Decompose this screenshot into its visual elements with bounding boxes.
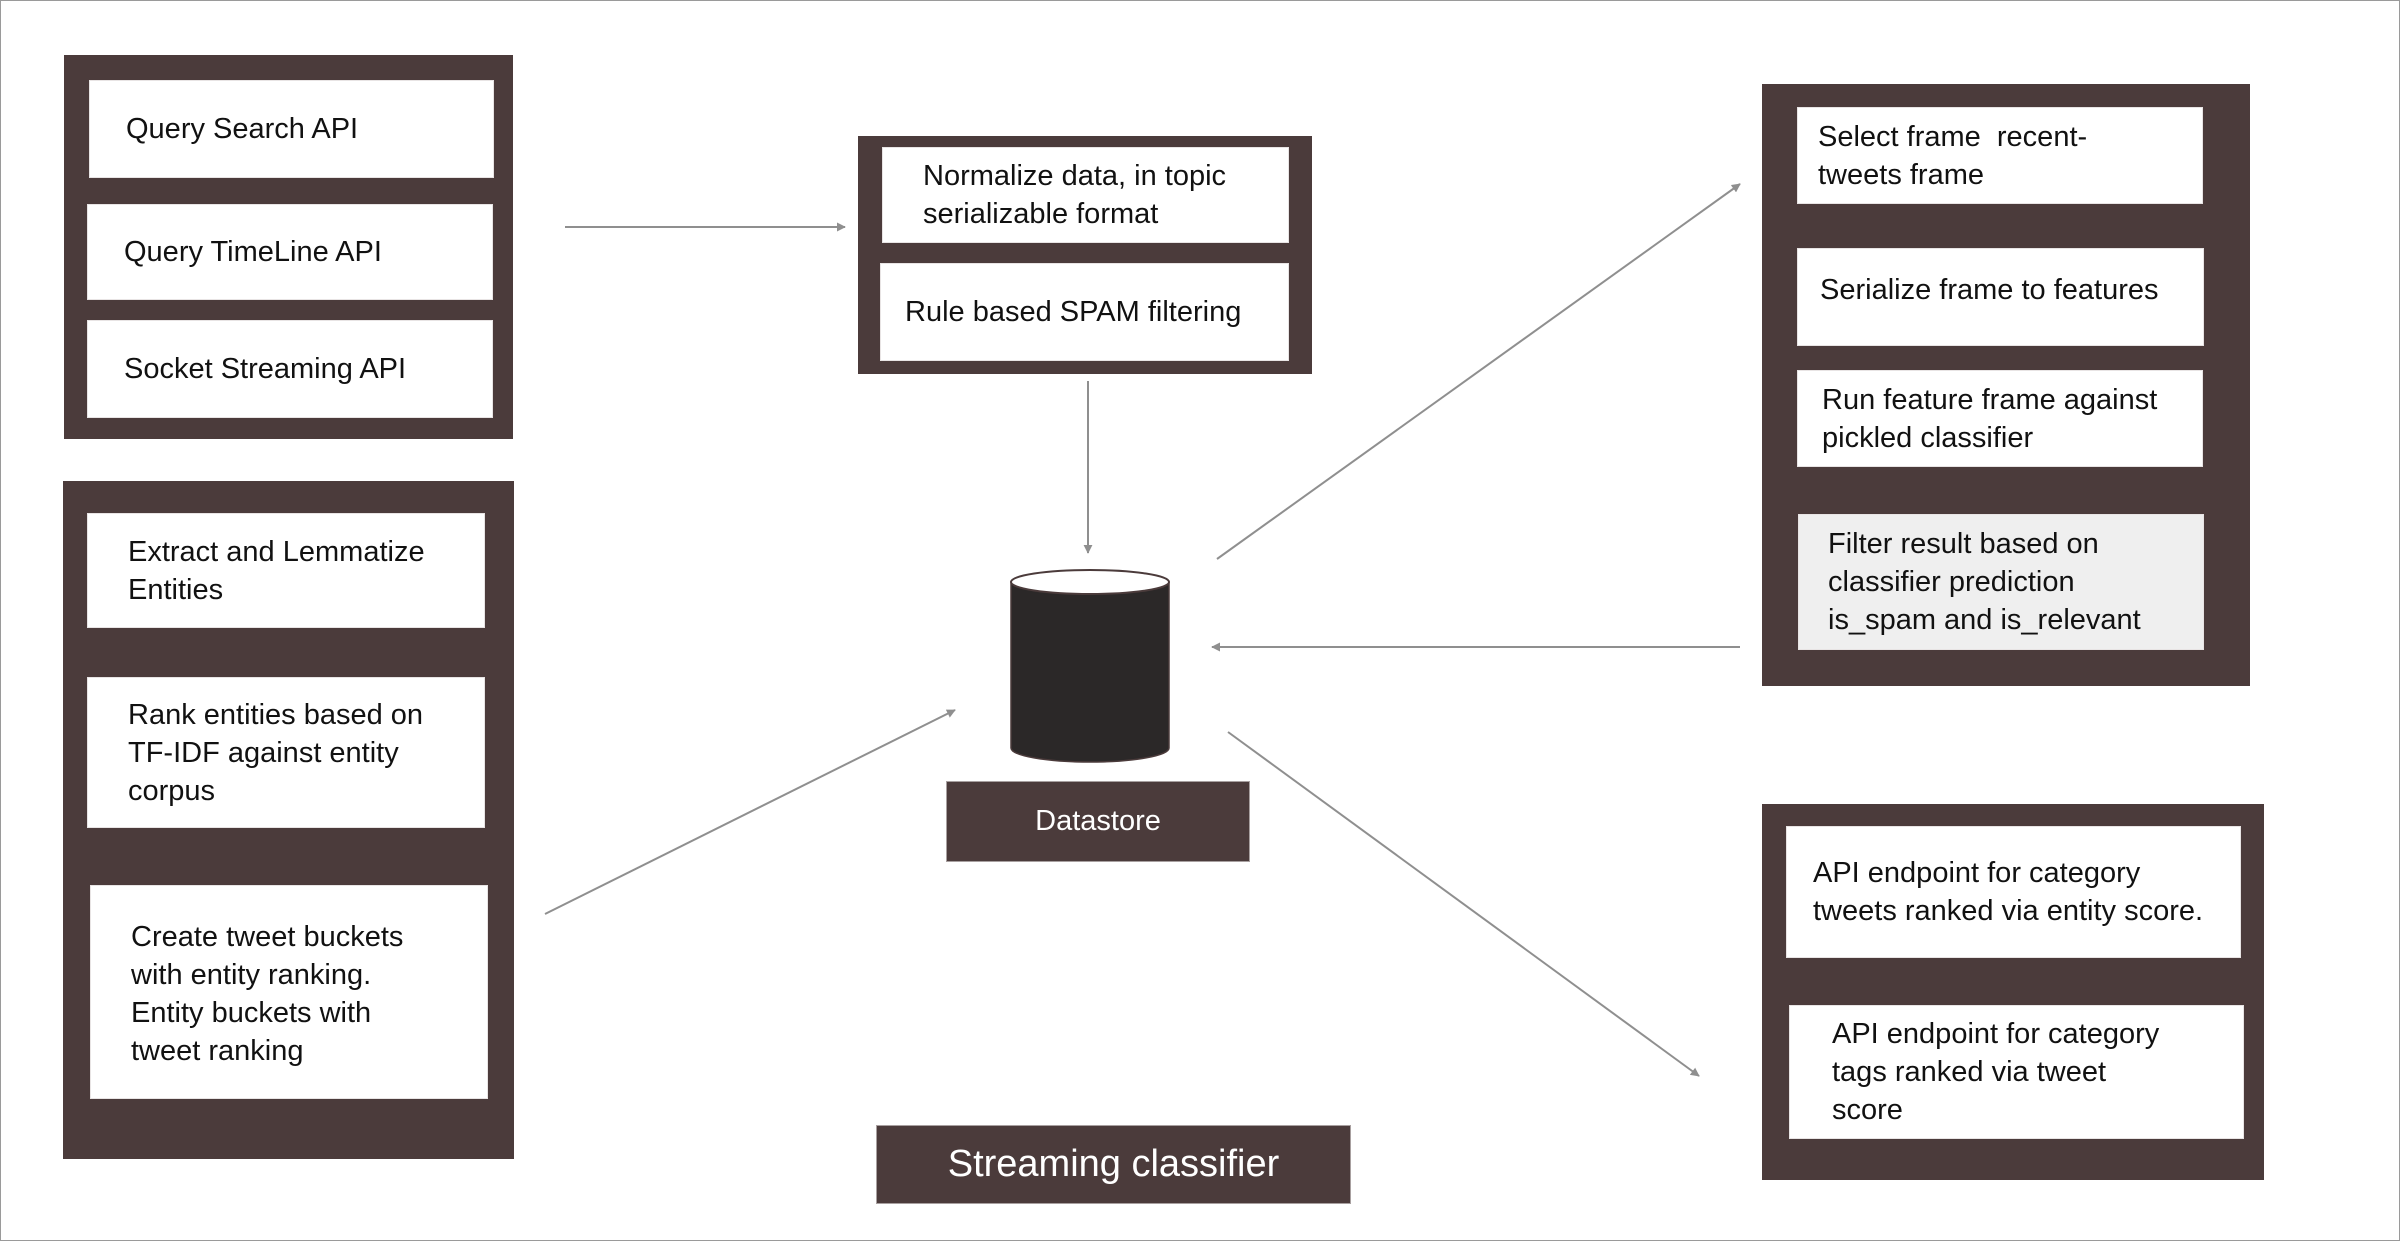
card-line: is_spam and is_relevant — [1828, 604, 2141, 636]
arrow-datastore-to-api — [1227, 731, 1700, 1077]
card-line: Serialize frame to features — [1820, 274, 2159, 306]
tweet-buckets-card: Create tweet buckets with entity ranking… — [90, 885, 488, 1099]
card-line: Extract and Lemmatize — [128, 535, 425, 568]
socket-streaming-api-card: Socket Streaming API — [87, 320, 493, 418]
card-line: TF-IDF against entity — [128, 736, 399, 769]
datastore-label-text: Datastore — [1035, 805, 1161, 837]
query-timeline-api-card: Query TimeLine API — [87, 204, 493, 300]
card-line: API endpoint for category — [1813, 857, 2141, 889]
normalize-data-card: Normalize data, in topic serializable fo… — [882, 147, 1289, 243]
card-line: Entity buckets with — [131, 997, 372, 1029]
run-classifier-card: Run feature frame against pickled classi… — [1797, 370, 2203, 467]
diagram-title-text: Streaming classifier — [947, 1143, 1280, 1185]
card-line: score — [1832, 1094, 1903, 1126]
database-cylinder-icon — [1010, 569, 1170, 763]
card-line: Rule based SPAM filtering — [905, 296, 1242, 328]
card-line: tweets ranked via entity score. — [1813, 895, 2204, 927]
category-tags-endpoint-card: API endpoint for category tags ranked vi… — [1789, 1005, 2244, 1139]
card-line: Entities — [128, 573, 224, 606]
card-line: pickled classifier — [1822, 421, 2034, 454]
diagram-title: Streaming classifier — [876, 1125, 1351, 1204]
card-line: API endpoint for category — [1832, 1018, 2160, 1050]
spam-filtering-card: Rule based SPAM filtering — [880, 263, 1289, 361]
card-line: Filter result based on — [1828, 528, 2099, 560]
card-line: classifier prediction — [1828, 566, 2075, 598]
card-line: Rank entities based on — [128, 698, 424, 731]
arrow-datastore-to-classification — [1216, 183, 1741, 560]
filter-result-card: Filter result based on classifier predic… — [1798, 514, 2204, 650]
card-text: Socket Streaming API — [124, 353, 407, 385]
card-line: corpus — [128, 774, 216, 807]
card-line: Create tweet buckets — [131, 921, 404, 953]
rank-entities-card: Rank entities based on TF-IDF against en… — [87, 677, 485, 828]
card-line: Normalize data, in topic — [923, 160, 1227, 192]
card-line: tweets frame — [1818, 158, 1984, 191]
card-text: Query Search API — [126, 113, 359, 145]
card-line: Select frame recent- — [1818, 120, 2088, 153]
card-line: tweet ranking — [131, 1035, 304, 1067]
card-line: with entity ranking. — [131, 959, 372, 991]
extract-lemmatize-card: Extract and Lemmatize Entities — [87, 513, 485, 628]
category-tweets-endpoint-card: API endpoint for category tweets ranked … — [1786, 826, 2241, 958]
card-line: serializable format — [923, 198, 1159, 230]
query-search-api-card: Query Search API — [89, 80, 494, 178]
card-line: Run feature frame against — [1822, 383, 2158, 416]
card-text: Query TimeLine API — [124, 236, 382, 268]
datastore-label: Datastore — [946, 781, 1250, 862]
serialize-frame-card: Serialize frame to features — [1797, 248, 2204, 346]
arrow-entities-to-datastore — [544, 709, 956, 915]
select-frame-card: Select frame recent- tweets frame — [1797, 107, 2203, 204]
card-line: tags ranked via tweet — [1832, 1056, 2107, 1088]
